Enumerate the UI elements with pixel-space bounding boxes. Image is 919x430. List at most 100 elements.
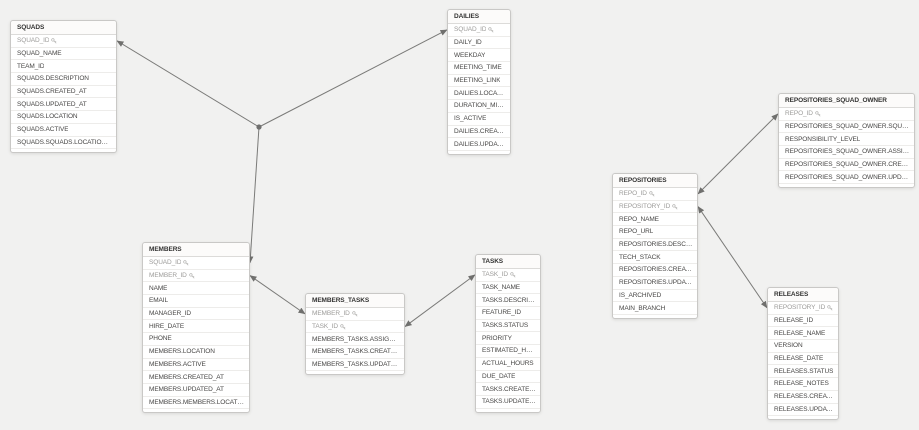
table-title[interactable]: MEMBERS [143,243,249,257]
field-row[interactable]: REPOSITORIES_SQUAD_OWNER.ASSIGNED_DATE [779,146,914,159]
field-row[interactable]: MEMBERS.LOCATION [143,346,249,359]
field-row[interactable]: DAILY_ID [448,37,510,50]
field-row[interactable]: TASK_NAME [476,282,540,295]
field-row[interactable]: REPOSITORY_ID [768,302,838,315]
table-title[interactable]: DAILIES [448,10,510,24]
field-row[interactable]: TASKS.UPDATED_AT [476,396,540,409]
field-row[interactable]: REPO_URL [613,226,697,239]
field-row[interactable]: RELEASE_NOTES [768,378,838,391]
field-row[interactable]: MEMBERS.CREATED_AT [143,371,249,384]
field-row[interactable]: MEETING_TIME [448,62,510,75]
field-row[interactable]: MEMBERS_TASKS.CREATED_AT [306,346,404,359]
field-row[interactable]: MEMBERS_TASKS.ASSIGNED_DATE [306,333,404,347]
field-row[interactable]: RELEASE_ID [768,315,838,328]
table-title[interactable]: REPOSITORIES [613,174,697,188]
field-row[interactable]: MAIN_BRANCH [613,302,697,315]
field-row[interactable]: REPOSITORIES.CREATED_AT [613,264,697,277]
field-row[interactable]: FEATURE_ID [476,307,540,320]
field-row[interactable]: REPO_NAME [613,213,697,227]
relationship-edge[interactable] [258,29,448,128]
field-row[interactable]: TASKS.DESCRIPTION [476,294,540,308]
relationship-edge[interactable] [116,40,260,128]
table-title[interactable]: RELEASES [768,288,838,302]
field-row[interactable]: SQUADS.SQUADS.LOCATION_GeoInfo [11,137,116,150]
field-row[interactable]: TASK_ID [306,321,404,334]
field-row[interactable]: NAME [143,282,249,296]
table-title[interactable]: REPOSITORIES_SQUAD_OWNER [779,94,914,108]
field-row[interactable]: SQUADS.DESCRIPTION [11,73,116,86]
field-row[interactable]: RELEASES.CREATED_AT [768,391,838,404]
field-row[interactable]: MEMBERS_TASKS.UPDATED_AT [306,359,404,372]
table-title[interactable]: SQUADS [11,21,116,35]
field-row[interactable]: SQUADS.LOCATION [11,111,116,124]
field-row[interactable]: SQUADS.CREATED_AT [11,86,116,99]
field-row[interactable]: RELEASES.STATUS [768,365,838,379]
relationship-edge[interactable] [249,275,306,315]
field-row[interactable]: SQUAD_ID [143,257,249,270]
field-row[interactable]: REPOSITORY_ID [613,201,697,214]
field-label: VERSION [774,342,803,350]
field-row[interactable]: ACTUAL_HOURS [476,358,540,371]
table-tasks[interactable]: TASKSTASK_IDTASK_NAMETASKS.DESCRIPTIONFE… [475,254,541,413]
field-row[interactable]: MEMBER_ID [143,270,249,283]
field-row[interactable]: MEMBERS.ACTIVE [143,359,249,372]
field-row[interactable]: MEMBER_ID [306,308,404,321]
field-label: SQUADS.LOCATION [17,113,78,121]
relationship-edge[interactable] [404,274,476,327]
field-row[interactable]: REPOSITORIES_SQUAD_OWNER.SQUAD_ID [779,121,914,134]
field-row[interactable]: DAILIES.UPDATED_AT [448,138,510,151]
field-row[interactable]: REPOSITORIES_SQUAD_OWNER.CREATED_AT [779,159,914,172]
field-row[interactable]: PRIORITY [476,332,540,346]
field-label: MEETING_TIME [454,64,502,72]
key-icon [51,38,57,44]
field-row[interactable]: DURATION_MINUTES [448,100,510,113]
relationship-edge[interactable] [697,206,768,309]
field-row[interactable]: REPO_ID [613,188,697,201]
field-row[interactable]: IS_ARCHIVED [613,290,697,303]
field-row[interactable]: WEEKDAY [448,49,510,63]
field-row[interactable]: EMAIL [143,295,249,308]
field-row[interactable]: RELEASE_NAME [768,327,838,341]
field-row[interactable]: SQUAD_NAME [11,48,116,61]
field-row[interactable]: REPOSITORIES.UPDATED_AT [613,277,697,290]
field-row[interactable]: TECH_STACK [613,251,697,265]
field-row[interactable]: SQUADS.ACTIVE [11,124,116,137]
field-row[interactable]: PHONE [143,333,249,346]
field-row[interactable]: REPOSITORIES.DESCRIPTION [613,239,697,252]
field-row[interactable]: TEAM_ID [11,60,116,74]
field-row[interactable]: SQUAD_ID [11,35,116,48]
field-row[interactable]: MEMBERS.MEMBERS.LOCATION_GeoInfo [143,397,249,410]
field-row[interactable]: TASKS.STATUS [476,320,540,333]
field-row[interactable]: SQUAD_ID [448,24,510,37]
field-row[interactable]: DUE_DATE [476,371,540,384]
field-row[interactable]: MANAGER_ID [143,308,249,321]
field-row[interactable]: MEMBERS.UPDATED_AT [143,384,249,397]
field-row[interactable]: IS_ACTIVE [448,113,510,126]
field-row[interactable]: TASKS.CREATED_AT [476,383,540,396]
table-title[interactable]: TASKS [476,255,540,269]
field-row[interactable]: HIRE_DATE [143,320,249,334]
field-row[interactable]: TASK_ID [476,269,540,282]
field-row[interactable]: MEETING_LINK [448,75,510,88]
field-row[interactable]: REPO_ID [779,108,914,121]
field-row[interactable]: REPOSITORIES_SQUAD_OWNER.UPDATED_AT [779,171,914,185]
relationship-edge[interactable] [697,113,779,195]
field-row[interactable]: RELEASES.UPDATED_AT [768,404,838,417]
field-row[interactable]: RELEASE_DATE [768,353,838,366]
field-row[interactable]: DAILIES.CREATED_AT [448,126,510,139]
field-row[interactable]: DAILIES.LOCATION [448,87,510,101]
field-row[interactable]: VERSION [768,340,838,353]
field-row[interactable]: ESTIMATED_HOURS [476,345,540,358]
relationship-edge[interactable] [247,126,260,264]
field-row[interactable]: RESPONSIBILITY_LEVEL [779,133,914,147]
field-row[interactable]: SQUADS.UPDATED_AT [11,98,116,112]
table-title[interactable]: MEMBERS_TASKS [306,294,404,308]
